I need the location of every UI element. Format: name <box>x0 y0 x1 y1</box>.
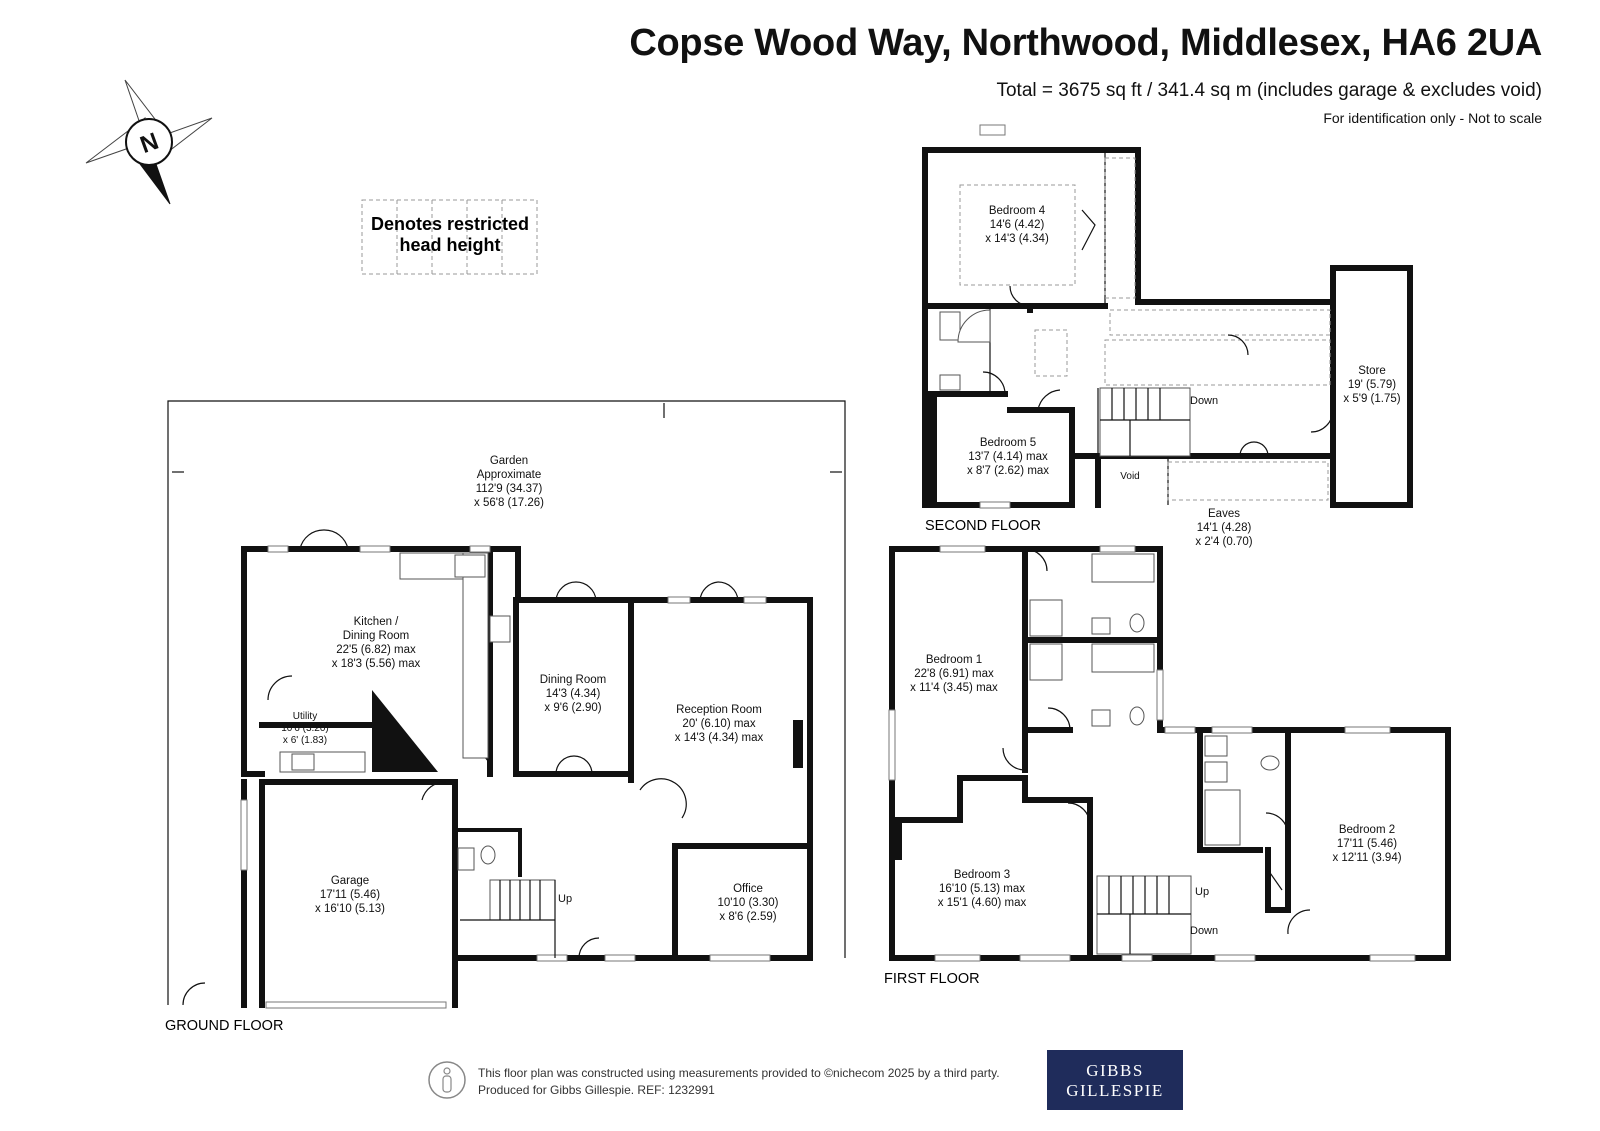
first-floor-plan <box>888 545 1451 962</box>
bedroom4-line-2: 14'6 (4.42) <box>990 219 1045 231</box>
eaves-line-2: 14'1 (4.28) <box>1197 522 1252 534</box>
disclaimer: This floor plan was constructed using me… <box>478 1065 1000 1099</box>
compass-rose: N <box>85 79 213 205</box>
ground-staircase <box>460 879 556 958</box>
reception-line-3: x 14'3 (4.34) max <box>675 732 764 744</box>
utility-name: Utility <box>293 711 317 722</box>
store-line-3: x 5'9 (1.75) <box>1343 393 1400 405</box>
garden-name: Garden <box>490 455 528 467</box>
person-icon <box>428 1061 466 1099</box>
legend-line-2: head height <box>399 235 500 255</box>
office-line-2: 10'10 (3.30) <box>717 897 778 909</box>
logo-line-1: GIBBS <box>1086 1061 1144 1080</box>
bedroom5-line-3: x 8'7 (2.62) max <box>967 465 1049 477</box>
stair-labels: Up Up Down Down <box>558 395 1218 937</box>
utility-line-2: 10'6 (3.20) <box>281 723 329 734</box>
ground-stairs-up-label: Up <box>558 893 572 905</box>
bedroom1-line-2: 22'8 (6.91) max <box>914 668 994 680</box>
logo-line-2: GILLESPIE <box>1066 1081 1164 1100</box>
first-floor-label: FIRST FLOOR <box>884 971 980 987</box>
room-labels: Garden Approximate 112'9 (34.37) x 56'8 … <box>281 205 1401 923</box>
total-area: Total = 3675 sq ft / 341.4 sq m (include… <box>996 80 1542 101</box>
garden-line-3: 112'9 (34.37) <box>476 483 543 495</box>
eaves-line-3: x 2'4 (0.70) <box>1195 536 1252 548</box>
kitchen-line-2: Dining Room <box>343 630 409 642</box>
identification-note: For identification only - Not to scale <box>1323 110 1542 126</box>
garage-line-2: 17'11 (5.46) <box>320 889 380 901</box>
bedroom5-line-2: 13'7 (4.14) max <box>968 451 1048 463</box>
ground-floor-plan <box>167 400 846 1009</box>
bedroom3-line-3: x 15'1 (4.60) max <box>938 897 1027 909</box>
first-staircase <box>1096 875 1192 955</box>
second-floor-label: SECOND FLOOR <box>925 518 1041 534</box>
bedroom4-name: Bedroom 4 <box>989 205 1046 217</box>
reception-line-2: 20' (6.10) max <box>682 718 755 730</box>
dining-name: Dining Room <box>540 674 606 686</box>
bedroom3-name: Bedroom 3 <box>954 869 1010 881</box>
garage-name: Garage <box>331 875 369 887</box>
kitchen-line-4: x 18'3 (5.56) max <box>332 658 421 670</box>
bedroom2-name: Bedroom 2 <box>1339 824 1395 836</box>
eaves-name: Eaves <box>1208 508 1240 520</box>
kitchen-line-3: 22'5 (6.82) max <box>336 644 416 656</box>
reception-name: Reception Room <box>676 704 762 716</box>
garden-line-4: x 56'8 (17.26) <box>474 497 544 509</box>
restricted-height-legend: Denotes restricted head height <box>361 199 538 275</box>
garden-line-2: Approximate <box>477 469 542 481</box>
property-title: Copse Wood Way, Northwood, Middlesex, HA… <box>629 22 1542 64</box>
store-line-2: 19' (5.79) <box>1348 379 1396 391</box>
second-floor-plan <box>922 124 1413 509</box>
second-staircase <box>1099 387 1191 457</box>
bedroom5-name: Bedroom 5 <box>980 437 1036 449</box>
bedroom1-name: Bedroom 1 <box>926 654 982 666</box>
void-label: Void <box>1120 471 1139 482</box>
office-name: Office <box>733 883 763 895</box>
gibbs-gillespie-logo: GIBBS GILLESPIE <box>1047 1050 1183 1110</box>
utility-line-3: x 6' (1.83) <box>283 735 327 746</box>
garage-line-3: x 16'10 (5.13) <box>315 903 385 915</box>
bedroom2-line-3: x 12'11 (3.94) <box>1332 852 1401 864</box>
ground-floor-label: GROUND FLOOR <box>165 1018 283 1034</box>
first-stairs-up-label: Up <box>1195 886 1209 898</box>
bedroom1-line-3: x 11'4 (3.45) max <box>910 682 998 694</box>
bedroom2-line-2: 17'11 (5.46) <box>1337 838 1397 850</box>
dining-line-2: 14'3 (4.34) <box>546 688 601 700</box>
store-name: Store <box>1358 365 1386 377</box>
office-line-3: x 8'6 (2.59) <box>719 911 776 923</box>
kitchen-name: Kitchen / <box>354 616 400 628</box>
legend-line-1: Denotes restricted <box>371 214 529 234</box>
bedroom4-line-3: x 14'3 (4.34) <box>985 233 1049 245</box>
dining-line-3: x 9'6 (2.90) <box>544 702 601 714</box>
second-stairs-down-label: Down <box>1190 395 1218 407</box>
first-stairs-down-label: Down <box>1190 925 1218 937</box>
bedroom3-line-2: 16'10 (5.13) max <box>939 883 1025 895</box>
disclaimer-line-2: Produced for Gibbs Gillespie. REF: 12329… <box>478 1083 715 1097</box>
disclaimer-line-1: This floor plan was constructed using me… <box>478 1066 1000 1080</box>
